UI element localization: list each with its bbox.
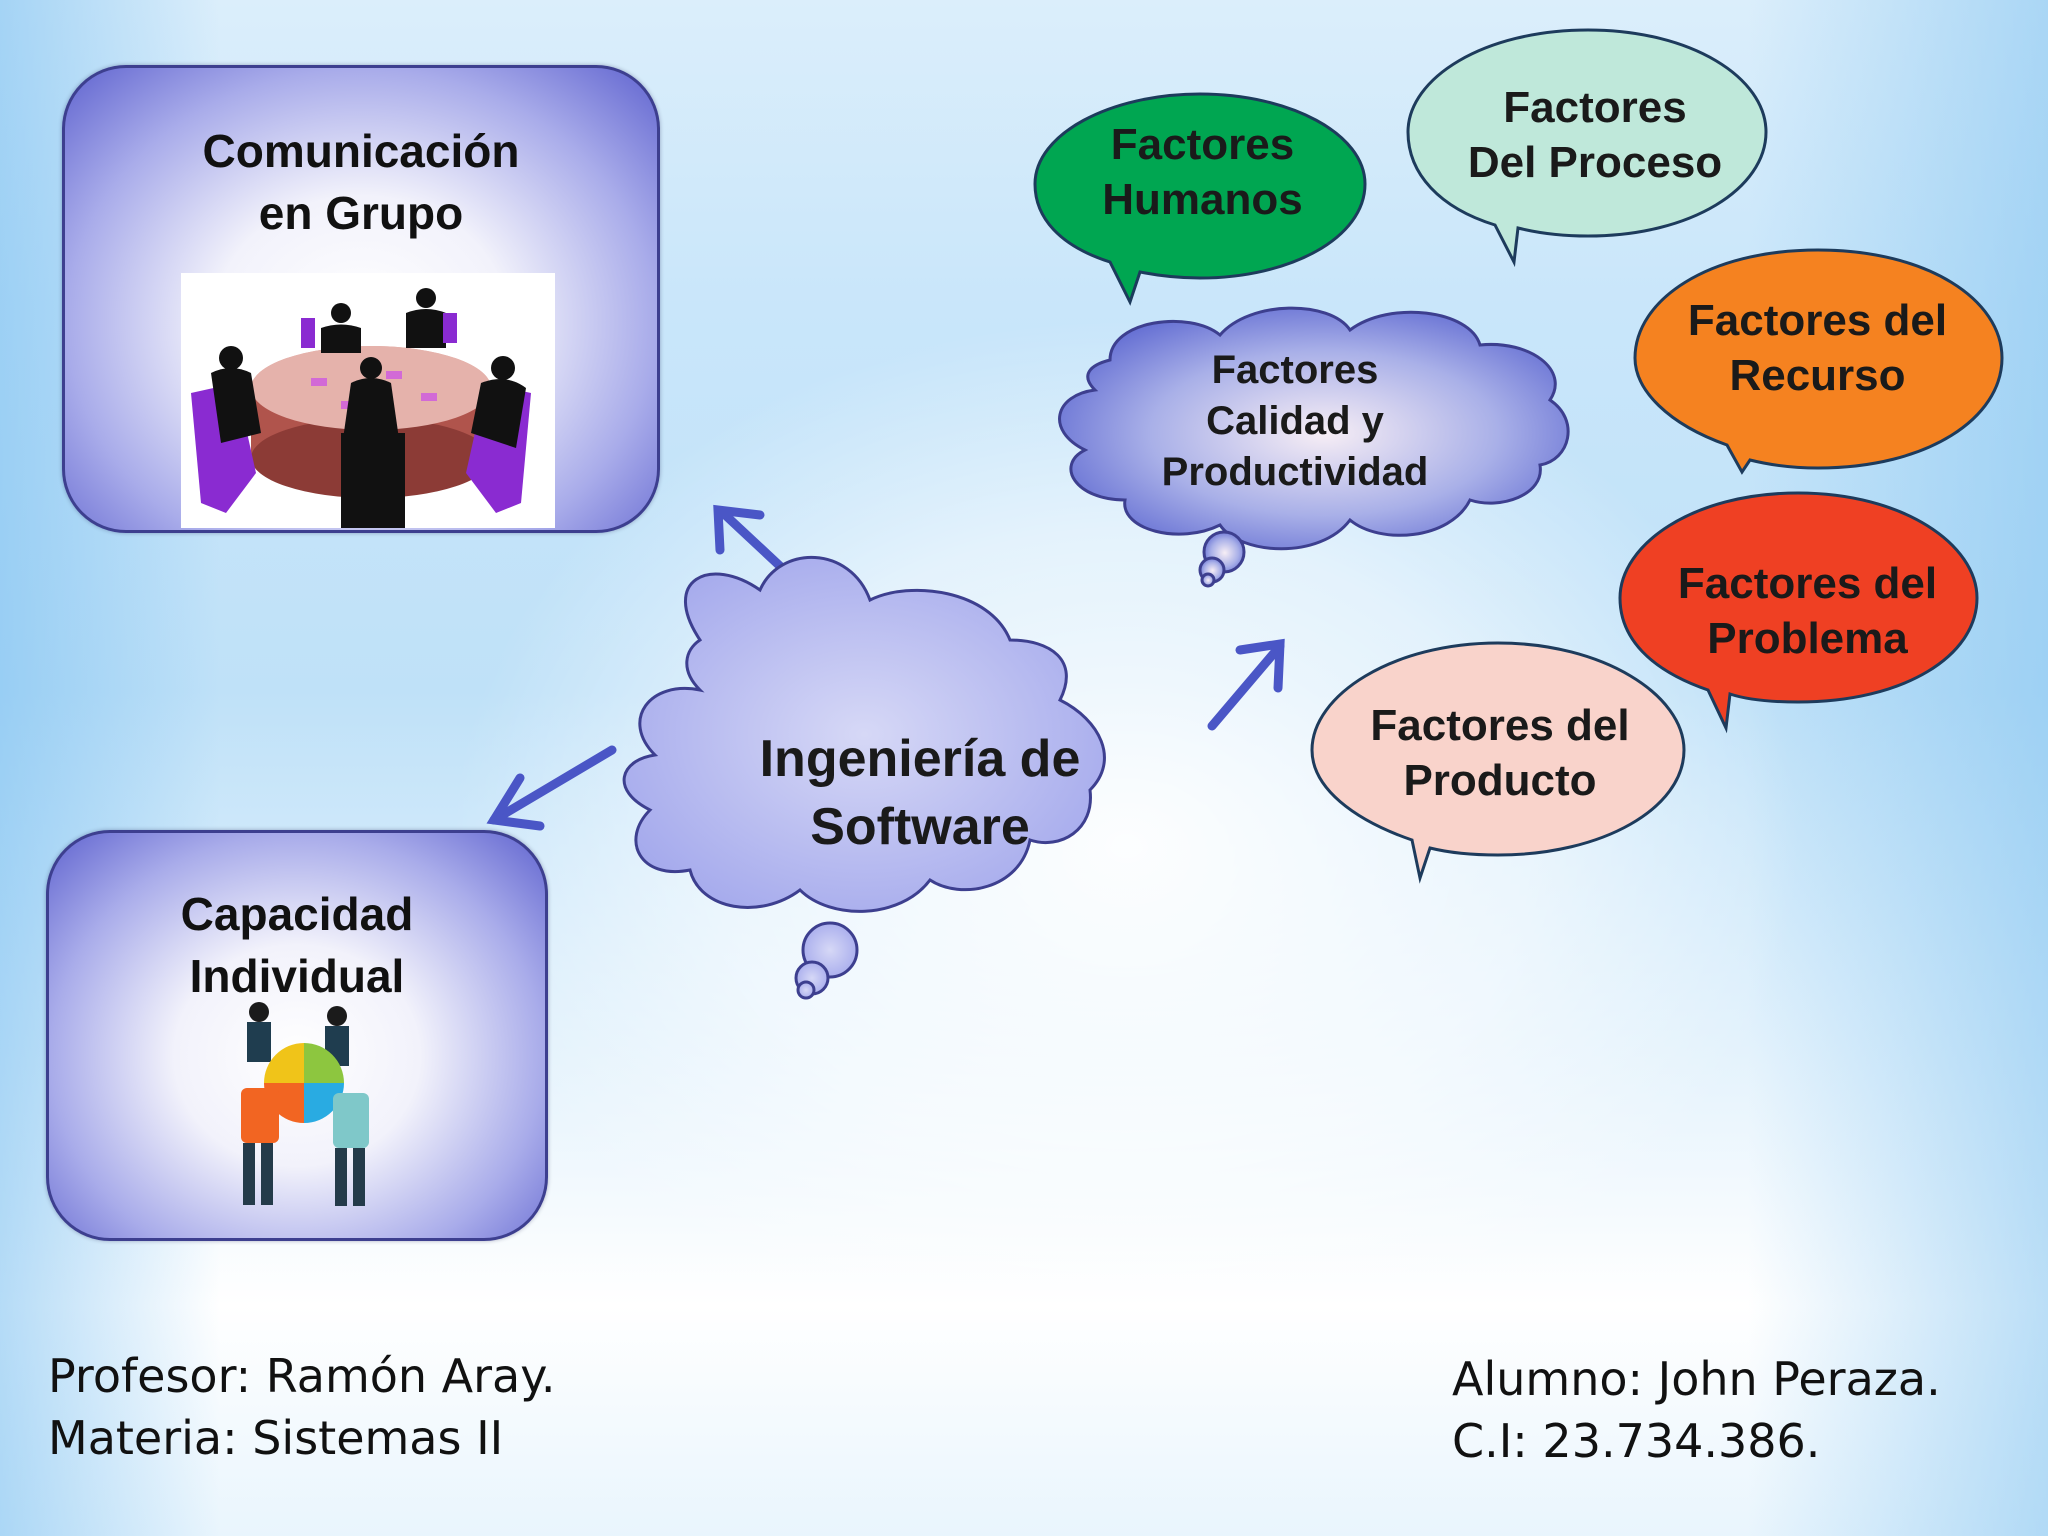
individual-capacity-title: Capacidad Individual bbox=[180, 888, 414, 1002]
producto-text: Factores del Producto bbox=[1370, 701, 1630, 805]
quality-factors-cloud bbox=[1058, 306, 1570, 588]
quality-factors-text: Factores Calidad y Productividad bbox=[1161, 348, 1429, 494]
student-label: Alumno: John Peraza. bbox=[1452, 1352, 1941, 1406]
footer-right: Alumno: John Peraza. C.I: 23.734.386. bbox=[1452, 1348, 1941, 1472]
professor-label: Profesor: Ramón Aray. bbox=[48, 1349, 556, 1403]
humanos-text: Factores Humanos bbox=[1102, 120, 1303, 224]
team-puzzle-illustration bbox=[229, 998, 379, 1213]
arrow-to-individual-capacity bbox=[486, 745, 617, 831]
central-thought-cloud bbox=[622, 556, 1106, 1000]
id-label: C.I: 23.734.386. bbox=[1452, 1414, 1821, 1468]
central-topic-text: Ingeniería de Software bbox=[759, 730, 1081, 856]
recurso-bubble bbox=[1633, 248, 2004, 475]
recurso-text: Factores del Recurso bbox=[1687, 296, 1948, 400]
group-communication-title: Comunicación en Grupo bbox=[202, 125, 520, 239]
problema-bubble bbox=[1618, 491, 1979, 734]
individual-capacity-box: Capacidad Individual bbox=[46, 830, 548, 1241]
humanos-bubble bbox=[1033, 92, 1367, 306]
problema-text: Factores del Problema bbox=[1677, 559, 1938, 663]
subject-label: Materia: Sistemas II bbox=[48, 1411, 504, 1465]
arrow-to-quality-factors bbox=[1207, 638, 1285, 731]
producto-bubble bbox=[1310, 641, 1686, 884]
meeting-illustration bbox=[181, 273, 555, 528]
proceso-text: Factores Del Proceso bbox=[1467, 83, 1723, 187]
proceso-bubble bbox=[1406, 28, 1768, 268]
group-communication-box: Comunicación en Grupo bbox=[62, 65, 660, 533]
footer-left: Profesor: Ramón Aray. Materia: Sistemas … bbox=[48, 1345, 556, 1469]
